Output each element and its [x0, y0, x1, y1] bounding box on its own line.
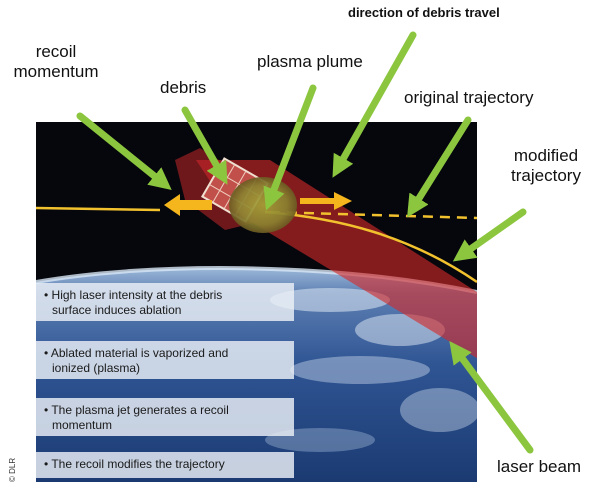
- recoil-momentum-label: recoil momentum: [4, 42, 108, 82]
- laser-pointer-arrow: [449, 340, 534, 454]
- laser-beam-label: laser beam: [497, 457, 582, 476]
- modified-label-line1: modified: [513, 146, 579, 165]
- cloud: [290, 356, 430, 384]
- modified-trajectory-pointer-arrow: [452, 208, 527, 262]
- bullet-box-1: • High laser intensity at the debris sur…: [36, 283, 294, 321]
- travel-arrow: [300, 192, 352, 210]
- bullet-3-line2: momentum: [52, 418, 113, 432]
- direction-label: direction of debris travel: [348, 5, 500, 20]
- original-trajectory-label: original trajectory: [404, 88, 534, 107]
- bullet-box-2: • Ablated material is vaporized and ioni…: [36, 341, 294, 379]
- cloud: [270, 288, 390, 312]
- recoil-label-line1: recoil: [35, 42, 77, 61]
- recoil-label-line2: momentum: [13, 62, 99, 81]
- cloud: [400, 388, 477, 432]
- bullet-box-4: • The recoil modifies the trajectory: [36, 452, 294, 478]
- plasma-pointer-arrow: [263, 84, 317, 211]
- pointer-arrows: [76, 31, 534, 454]
- credit-label: © DLR: [8, 458, 17, 482]
- debris-label: debris: [160, 78, 207, 97]
- plasma-plume: [229, 177, 297, 233]
- bullet-2-line1: • Ablated material is vaporized and: [44, 346, 229, 360]
- bullet-1-line2: surface induces ablation: [52, 303, 182, 317]
- bullet-2-line2: ionized (plasma): [52, 361, 141, 375]
- direction-pointer-arrow: [332, 31, 417, 178]
- plasma-plume-label: plasma plume: [257, 52, 363, 71]
- original-trajectory-pointer-arrow: [407, 116, 472, 218]
- bullet-3-line1: • The plasma jet generates a recoil: [44, 403, 229, 417]
- recoil-pointer-arrow: [76, 112, 172, 191]
- bullet-1-line1: • High laser intensity at the debris: [44, 288, 223, 302]
- modified-label-line2: trajectory: [511, 166, 581, 185]
- modified-trajectory-label: modified trajectory: [500, 146, 592, 186]
- trajectory-line-left: [36, 206, 161, 212]
- bullet-box-3: • The plasma jet generates a recoil mome…: [36, 398, 294, 436]
- bullet-4-line1: • The recoil modifies the trajectory: [44, 457, 225, 471]
- debris-pointer-arrow: [181, 106, 228, 185]
- recoil-arrow: [164, 194, 212, 216]
- credit-text: © DLR: [8, 458, 17, 482]
- original-trajectory-line: [269, 210, 477, 220]
